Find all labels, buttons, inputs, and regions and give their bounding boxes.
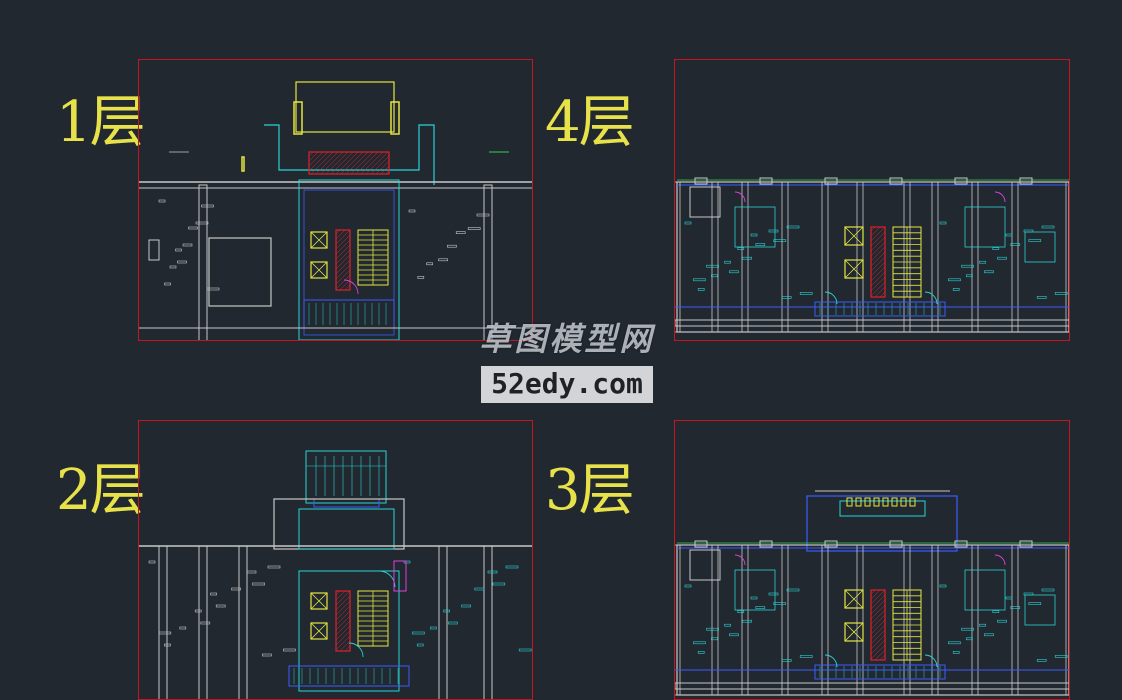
floor-label-4: 4层 — [545, 90, 635, 155]
floor-plan-3-drawing — [675, 490, 1069, 696]
floor-label-1: 1层 — [56, 90, 146, 155]
floor-plan-4-drawing — [675, 177, 1069, 333]
floor-label-2: 2层 — [56, 458, 146, 523]
floor-label-3: 3层 — [545, 458, 635, 523]
floor-plan-3-frame — [674, 420, 1070, 700]
floor-plan-4-frame — [674, 59, 1070, 341]
floor-plan-2-frame — [138, 420, 533, 700]
watermark-url: 52edy.com — [481, 366, 653, 403]
floor-plan-1-drawing — [139, 81, 532, 340]
floor-plan-2-drawing — [139, 450, 532, 699]
floor-plan-1-frame — [138, 59, 533, 341]
